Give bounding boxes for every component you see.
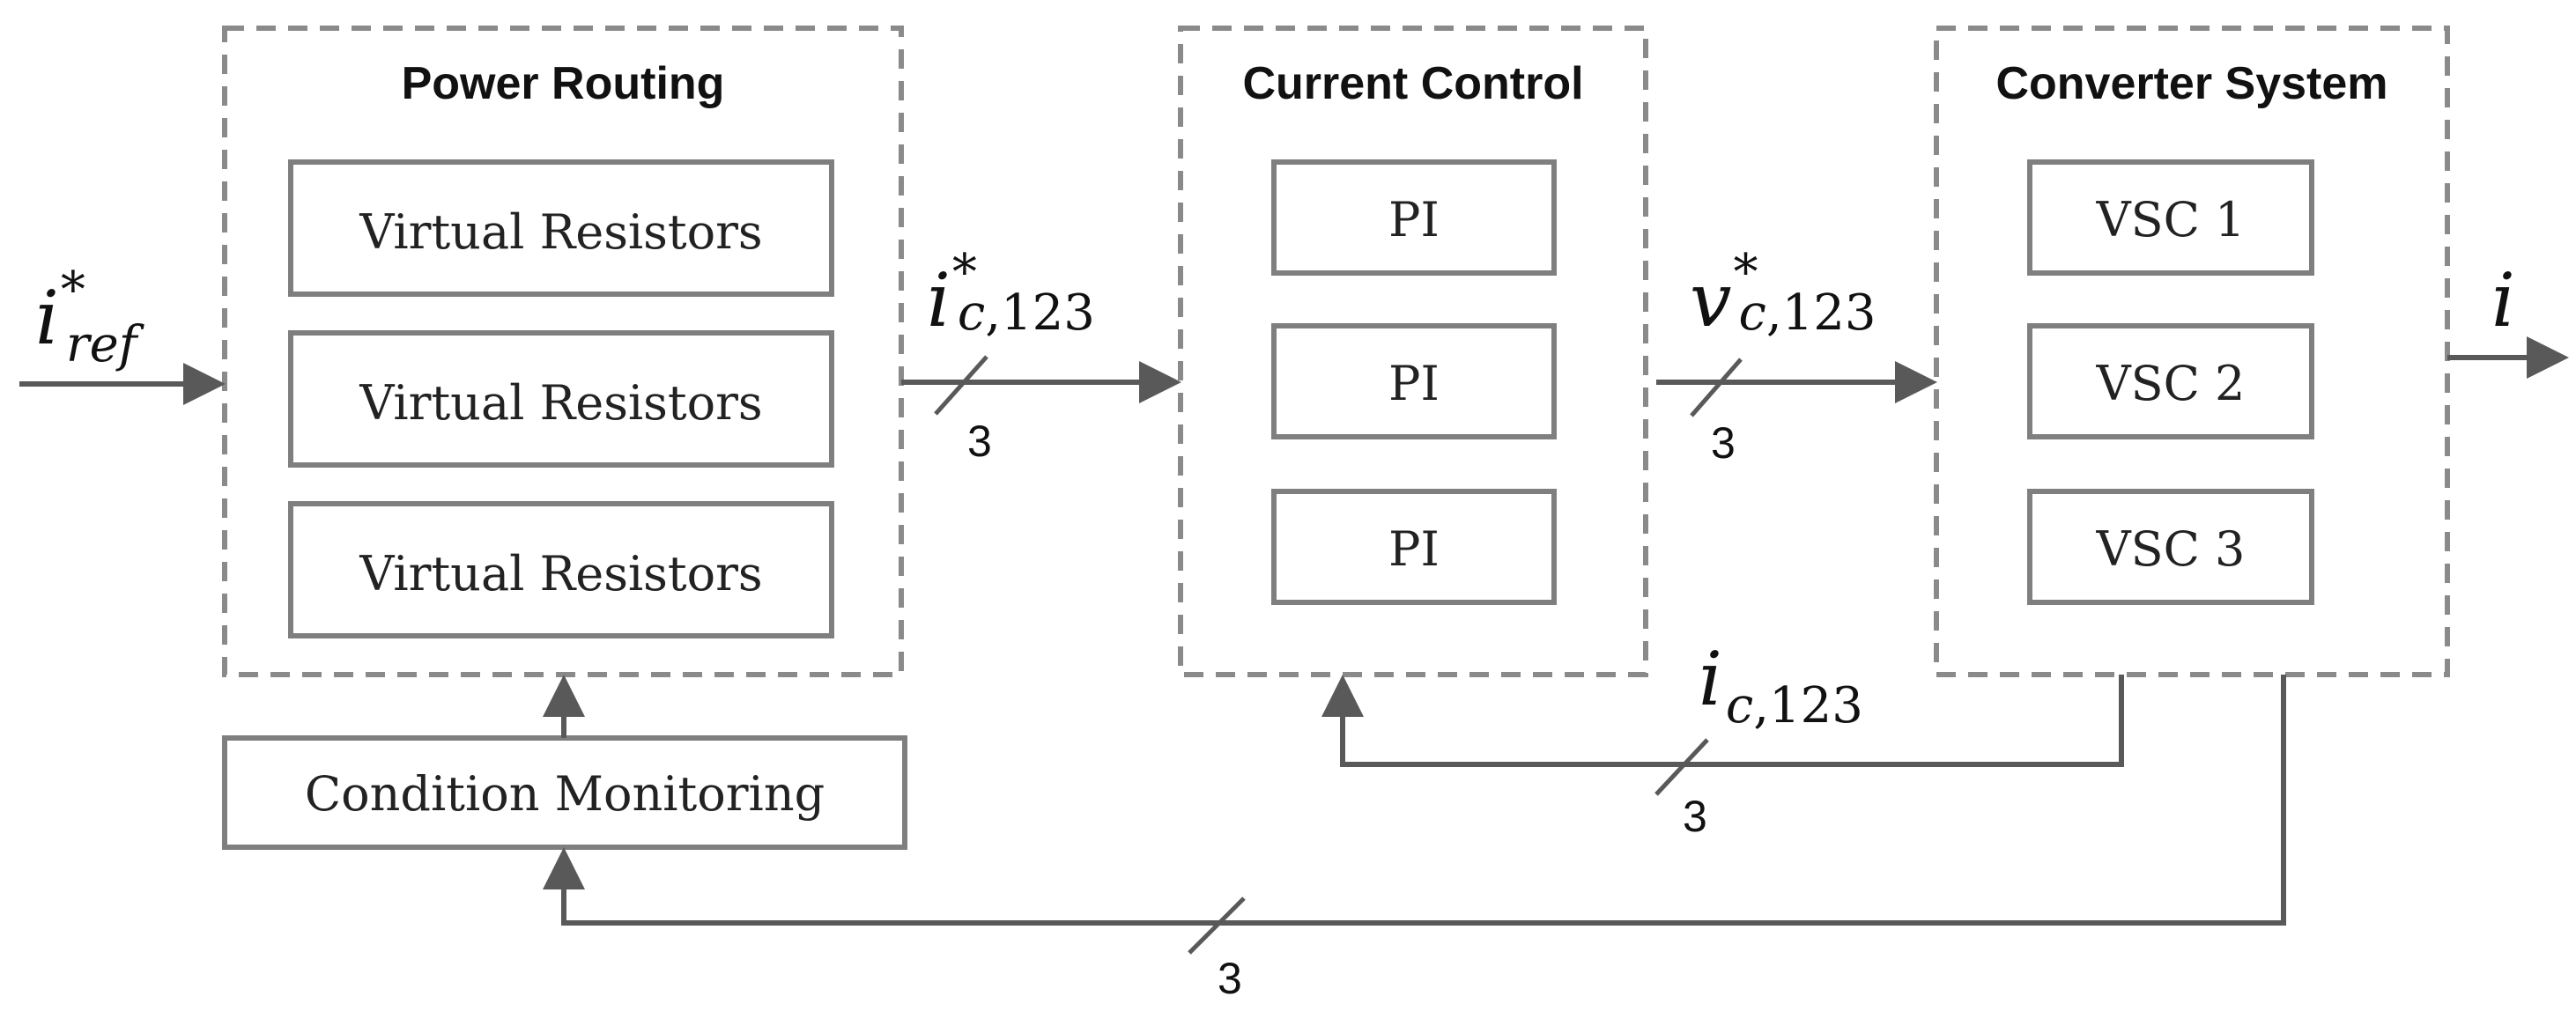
current-control-group: Current Control PI PI PI <box>1178 26 1648 677</box>
output-signal-label: i <box>2491 257 2515 343</box>
pi-label-1: PI <box>1388 192 1440 247</box>
pi-label-2: PI <box>1388 356 1440 411</box>
converter-system-group: Converter System VSC 1 VSC 2 VSC 3 <box>1934 26 2450 677</box>
vsc-3-label: VSC 3 <box>2096 521 2246 577</box>
current-ref-bus-width: 3 <box>967 417 992 466</box>
pi-block-3 <box>1271 489 1557 605</box>
virtual-resistors-label-3: Virtual Resistors <box>359 546 762 601</box>
input-ref-signal-label: i*ref <box>35 262 145 373</box>
measured-current-signal-label: ic,123 <box>1699 636 1863 734</box>
current-control-title: Current Control <box>1242 58 1583 109</box>
current-control-frame <box>1178 26 1648 677</box>
voltage-ref-signal-label: v*c,123 <box>1690 244 1876 343</box>
monitoring-bus-width: 3 <box>1218 954 1242 1003</box>
feedback-bus-slash <box>1654 738 1709 796</box>
virtual-resistors-label-1: Virtual Resistors <box>359 204 762 260</box>
monitoring-bus-slash <box>1188 897 1246 955</box>
current-feedback-arrow <box>1321 675 2124 767</box>
virtual-resistors-block-2 <box>288 330 834 468</box>
feedback-bus-width: 3 <box>1683 792 1707 841</box>
pi-label-3: PI <box>1388 521 1440 577</box>
pi-block-1 <box>1271 159 1557 276</box>
current-ref-bus-slash <box>934 355 988 416</box>
voltage-ref-bus-slash <box>1690 358 1743 417</box>
converter-system-frame <box>1934 26 2450 677</box>
power-routing-group: Power Routing Virtual Resistors Virtual … <box>222 26 904 677</box>
virtual-resistors-block-3 <box>288 501 834 638</box>
monitoring-arrow <box>543 675 2286 926</box>
converter-system-title: Converter System <box>1995 58 2387 109</box>
pi-block-2 <box>1271 323 1557 439</box>
vsc-3-block <box>2027 489 2314 605</box>
vsc-1-label: VSC 1 <box>2096 192 2246 247</box>
vsc-2-label: VSC 2 <box>2096 356 2246 411</box>
current-ref-signal-label: i*c,123 <box>927 244 1095 343</box>
power-routing-title: Power Routing <box>402 58 725 109</box>
virtual-resistors-label-2: Virtual Resistors <box>359 375 762 431</box>
voltage-ref-bus-width: 3 <box>1711 418 1736 468</box>
virtual-resistors-block-1 <box>288 159 834 297</box>
vsc-1-block <box>2027 159 2314 276</box>
condition-monitoring-label: Condition Monitoring <box>305 766 825 822</box>
vsc-2-block <box>2027 323 2314 439</box>
